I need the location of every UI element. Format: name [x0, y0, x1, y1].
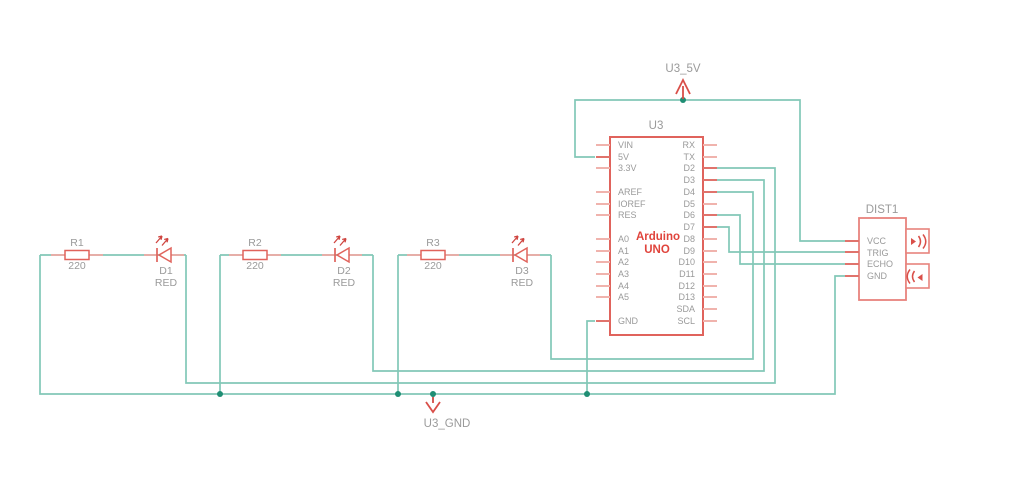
wire-5v-net[interactable] — [574, 99, 847, 242]
pin-label-a0: A0 — [618, 234, 629, 244]
junction-dot — [395, 391, 401, 397]
junction-dots — [217, 97, 686, 397]
sensor-pin-stubs[interactable] — [845, 240, 859, 277]
led-d2[interactable]: D2 RED — [321, 235, 363, 289]
led-d1[interactable]: D1 RED — [143, 235, 185, 289]
junction-dot — [217, 391, 223, 397]
resistor-ref: R3 — [426, 237, 440, 249]
pin-label-3v3: 3.3V — [618, 163, 637, 173]
5v-flag-label: U3_5V — [665, 63, 700, 75]
arduino-right-pin-stubs[interactable] — [703, 144, 717, 322]
pin-label-d7: D7 — [683, 222, 695, 232]
led-color-label: RED — [511, 277, 534, 289]
junction-dot — [430, 391, 436, 397]
arduino-left-pin-stubs[interactable] — [596, 144, 610, 298]
pin-label-d3: D3 — [683, 175, 695, 185]
resistor-symbol[interactable] — [50, 249, 104, 261]
led-color-label: RED — [333, 277, 356, 289]
wire-d2-to-led1[interactable] — [185, 167, 776, 384]
pin-label-a3: A3 — [618, 269, 629, 279]
pin-label-gnd: GND — [618, 316, 639, 326]
resistor-r3[interactable]: R3 220 — [406, 237, 460, 272]
pin-label-d12: D12 — [678, 281, 695, 291]
resistor-value: 220 — [68, 260, 86, 272]
arduino-ref: U3 — [649, 120, 664, 132]
pin-label-rx: RX — [682, 140, 695, 150]
pin-label-sda: SDA — [676, 304, 695, 314]
led-symbol[interactable] — [143, 235, 185, 263]
led-ref: D3 — [515, 265, 529, 277]
sensor-body[interactable] — [858, 217, 907, 301]
ultrasonic-transmitter-icon — [905, 228, 930, 254]
resistor-r2[interactable]: R2 220 — [228, 237, 282, 272]
resistor-value: 220 — [424, 260, 442, 272]
arduino-right-pin-stubs-connected[interactable] — [703, 167, 717, 228]
wire-gnd-net[interactable] — [39, 255, 847, 402]
wire-d3-to-led2[interactable] — [372, 179, 765, 372]
led-ref: D1 — [159, 265, 173, 277]
wire-d4-to-led3[interactable] — [550, 191, 754, 360]
power-flag-gnd[interactable]: U3_GND — [424, 397, 471, 430]
pin-label-trig: TRIG — [867, 248, 889, 258]
pin-label-d8: D8 — [683, 234, 695, 244]
sensor-ref: DIST1 — [866, 204, 899, 216]
led-ref: D2 — [337, 265, 351, 277]
pin-label-d13: D13 — [678, 292, 695, 302]
resistor-symbol[interactable] — [406, 249, 460, 261]
wire-d7-to-trig[interactable] — [717, 226, 847, 253]
pin-label-d5: D5 — [683, 199, 695, 209]
pin-label-a4: A4 — [618, 281, 629, 291]
pin-label-d2: D2 — [683, 163, 695, 173]
pin-label-a2: A2 — [618, 257, 629, 267]
pin-label-vin: VIN — [618, 140, 633, 150]
pin-label-5v: 5V — [618, 152, 629, 162]
5v-arrow-icon — [675, 77, 691, 99]
pin-label-scl: SCL — [677, 316, 695, 326]
pin-label-ioref: IOREF — [618, 199, 646, 209]
resistor-ref: R2 — [248, 237, 262, 249]
pin-label-gnd2: GND — [867, 271, 888, 281]
arduino-uno-u3[interactable]: U3 VIN 5V 3.3V AREF IOREF RES A0 A1 A2 A… — [596, 120, 717, 336]
junction-dot — [680, 97, 686, 103]
distance-sensor-dist1[interactable]: DIST1 VCC TRIG ECHO GND — [845, 204, 930, 301]
arduino-left-pin-stubs-connected[interactable] — [596, 156, 610, 322]
pin-label-a1: A1 — [618, 246, 629, 256]
arduino-body[interactable] — [609, 136, 704, 336]
pin-label-d6: D6 — [683, 210, 695, 220]
pin-label-tx: TX — [683, 152, 695, 162]
pin-label-vcc: VCC — [867, 236, 887, 246]
resistor-symbol[interactable] — [228, 249, 282, 261]
wire-d6-to-echo[interactable] — [717, 214, 847, 265]
resistor-r1[interactable]: R1 220 — [50, 237, 104, 272]
pin-label-d10: D10 — [678, 257, 695, 267]
pin-label-d9: D9 — [683, 246, 695, 256]
arduino-name-line1: Arduino — [636, 231, 680, 243]
pin-label-res: RES — [618, 210, 637, 220]
led-color-label: RED — [155, 277, 178, 289]
resistor-value: 220 — [246, 260, 264, 272]
resistor-ref: R1 — [70, 237, 84, 249]
pin-label-a5: A5 — [618, 292, 629, 302]
junction-dot — [584, 391, 590, 397]
pin-label-d11: D11 — [679, 269, 695, 279]
gnd-flag-label: U3_GND — [424, 418, 471, 430]
pin-label-d4: D4 — [683, 187, 695, 197]
power-flag-5v[interactable]: U3_5V — [665, 63, 701, 99]
led-d3[interactable]: D3 RED — [499, 235, 541, 289]
pin-label-aref: AREF — [618, 187, 643, 197]
led-symbol[interactable] — [321, 235, 363, 263]
arduino-name-line2: UNO — [644, 244, 670, 256]
led-symbol[interactable] — [499, 235, 541, 263]
pin-label-echo: ECHO — [867, 259, 893, 269]
gnd-arrow-icon — [425, 397, 441, 414]
ultrasonic-receiver-icon — [905, 263, 930, 289]
